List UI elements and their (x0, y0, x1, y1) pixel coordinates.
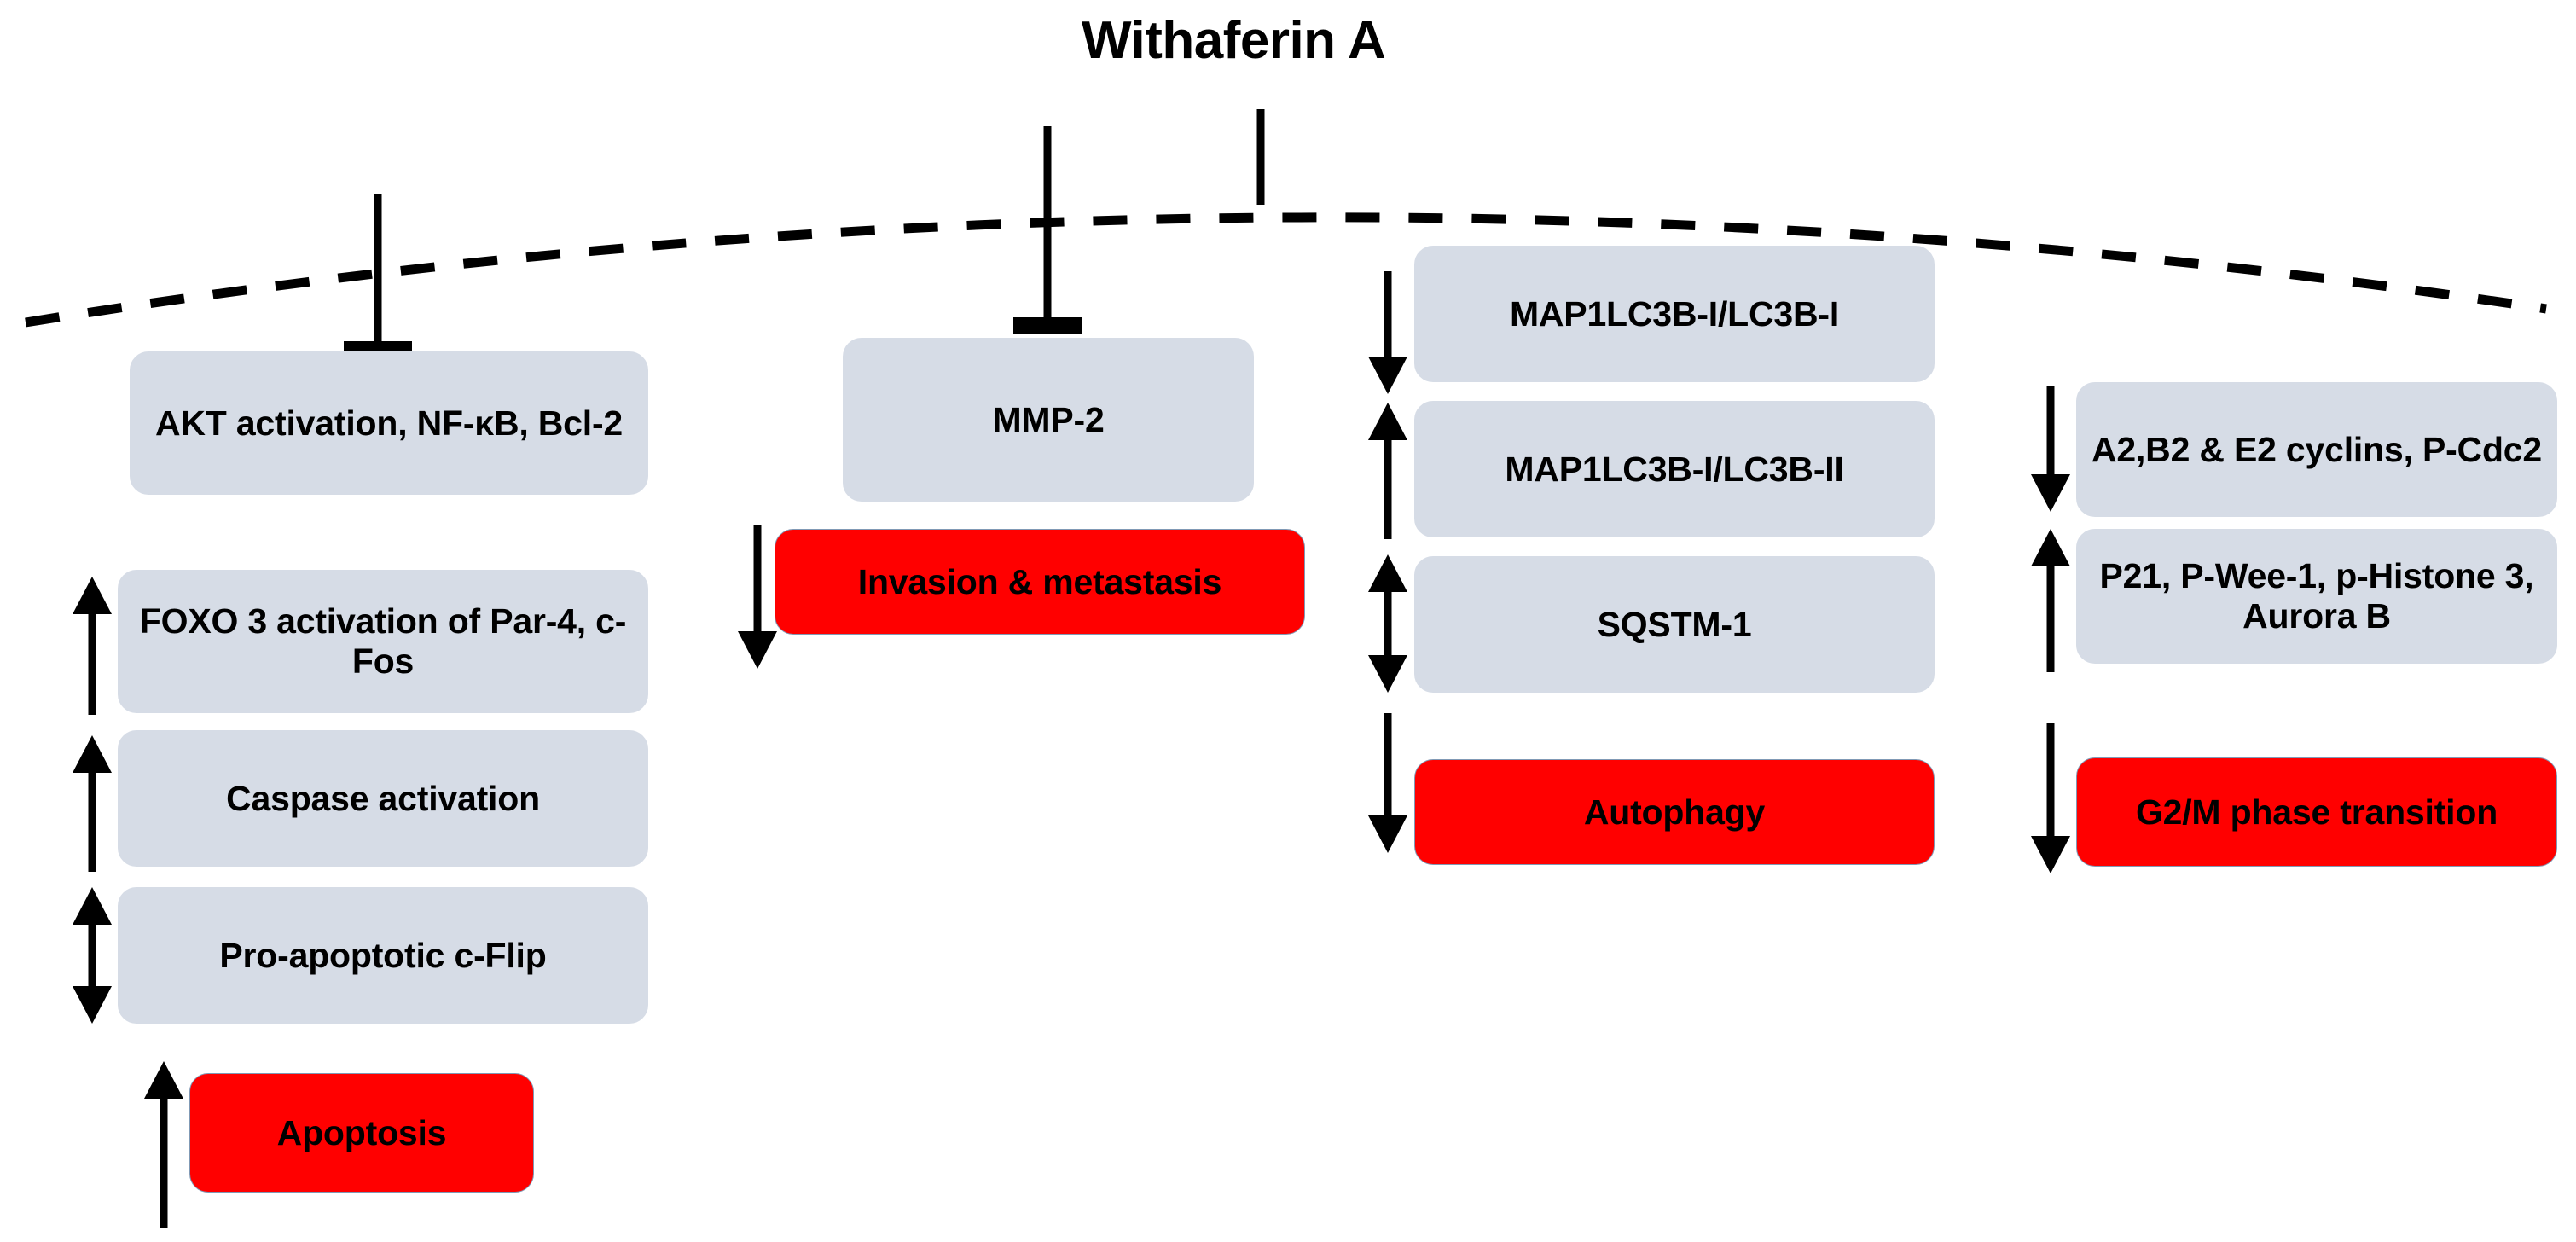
node-foxo3-activation-label: FOXO 3 activation of Par-4, c-Fos (139, 601, 627, 681)
node-sqstm-1-regulation-arrow-head-down (1368, 655, 1407, 693)
node-akt-activation[interactable]: AKT activation, NF-κB, Bcl-2 (130, 351, 648, 495)
node-autophagy-regulation-arrow-head-down (1368, 815, 1407, 853)
node-caspase-activation-regulation-arrow-head-up (73, 735, 112, 773)
node-cyclins-pcdc2-label: A2,B2 & E2 cyclins, P-Cdc2 (2091, 429, 2543, 469)
node-p21-pwee1-histone3-aurorab-label: P21, P-Wee-1, p-Histone 3, Aurora B (2099, 556, 2534, 636)
node-caspase-activation[interactable]: Caspase activation (118, 730, 648, 867)
node-sqstm-1-label: SQSTM-1 (1597, 604, 1752, 644)
dashed-cell-membrane-arc (25, 212, 2547, 328)
node-sqstm-1-regulation-arrow-head-up (1368, 554, 1407, 592)
node-cyclins-pcdc2[interactable]: A2,B2 & E2 cyclins, P-Cdc2 (2076, 382, 2557, 517)
node-apoptosis[interactable]: Apoptosis (189, 1073, 534, 1193)
node-akt-activation-label: AKT activation, NF-κB, Bcl-2 (154, 403, 624, 443)
node-mmp2-label: MMP-2 (992, 399, 1105, 439)
node-apoptosis-label: Apoptosis (276, 1112, 447, 1152)
page-title: Withaferin A (1082, 11, 1386, 70)
node-map1lc3b-i-lc3b-i-regulation-arrow-head-down (1368, 357, 1407, 394)
node-mmp2[interactable]: MMP-2 (843, 338, 1254, 502)
node-caspase-activation-label: Caspase activation (226, 778, 540, 818)
node-invasion-metastasis-regulation-arrow-head-down (738, 631, 777, 669)
node-autophagy-label: Autophagy (1583, 792, 1766, 832)
node-foxo3-activation[interactable]: FOXO 3 activation of Par-4, c-Fos (118, 570, 648, 713)
node-map1lc3b-i-lc3b-i[interactable]: MAP1LC3B-I/LC3B-I (1414, 246, 1935, 382)
node-pro-apoptotic-cflip-regulation-arrow-head-up (73, 887, 112, 925)
node-foxo3-activation-regulation-arrow-head-up (73, 577, 112, 614)
node-sqstm-1[interactable]: SQSTM-1 (1414, 556, 1935, 693)
node-map1lc3b-i-lc3b-ii-label: MAP1LC3B-I/LC3B-II (1505, 449, 1844, 489)
node-autophagy[interactable]: Autophagy (1414, 759, 1935, 865)
node-p21-pwee1-histone3-aurorab[interactable]: P21, P-Wee-1, p-Histone 3, Aurora B (2076, 529, 2557, 664)
node-map1lc3b-i-lc3b-i-label: MAP1LC3B-I/LC3B-I (1509, 293, 1840, 334)
node-g2m-phase-transition-label: G2/M phase transition (2135, 792, 2498, 832)
node-cyclins-pcdc2-regulation-arrow-head-down (2031, 474, 2070, 512)
node-map1lc3b-i-lc3b-ii[interactable]: MAP1LC3B-I/LC3B-II (1414, 401, 1935, 537)
node-invasion-metastasis[interactable]: Invasion & metastasis (775, 529, 1305, 635)
node-apoptosis-regulation-arrow-head-up (144, 1061, 183, 1099)
node-g2m-phase-transition-regulation-arrow-head-down (2031, 836, 2070, 873)
node-p21-pwee1-histone3-aurorab-regulation-arrow-head-up (2031, 529, 2070, 566)
node-pro-apoptotic-cflip[interactable]: Pro-apoptotic c-Flip (118, 887, 648, 1024)
node-pro-apoptotic-cflip-regulation-arrow-head-down (73, 986, 112, 1024)
node-invasion-metastasis-label: Invasion & metastasis (857, 561, 1222, 601)
node-map1lc3b-i-lc3b-ii-regulation-arrow-head-up (1368, 403, 1407, 440)
node-pro-apoptotic-cflip-label: Pro-apoptotic c-Flip (219, 935, 547, 975)
node-g2m-phase-transition[interactable]: G2/M phase transition (2076, 757, 2557, 867)
